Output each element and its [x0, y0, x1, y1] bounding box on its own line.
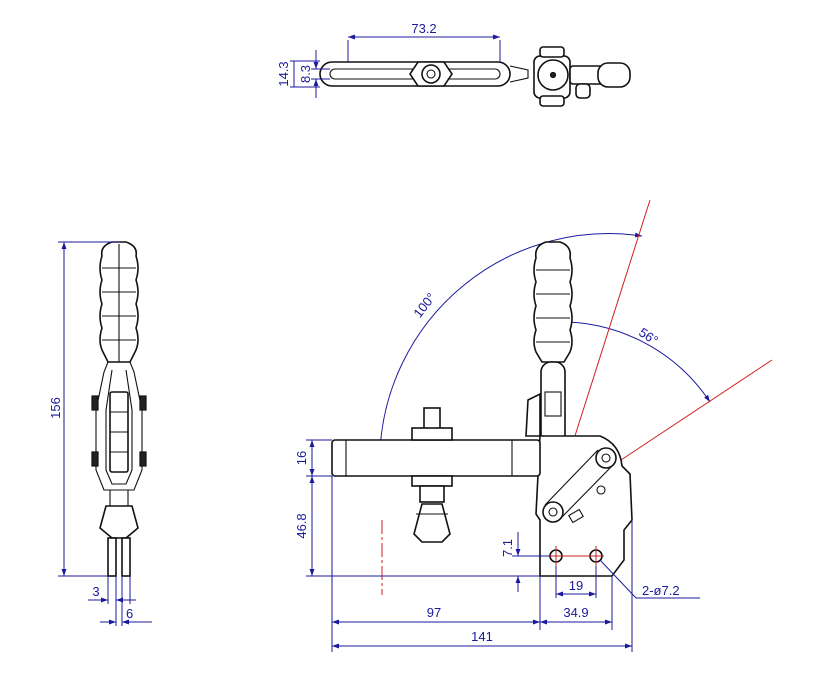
front-spindle-thread	[419, 485, 445, 503]
side-link-frame	[95, 361, 143, 491]
dim-top-width: 73.2	[411, 21, 436, 36]
front-pivot-lower	[542, 501, 564, 523]
front-nut-lower	[411, 475, 453, 487]
dim-hole-offset: 7.1	[500, 539, 515, 557]
top-handle-foot	[575, 83, 591, 99]
side-foot	[99, 505, 139, 539]
dim-bar-height: 16	[294, 451, 309, 465]
arc-100	[377, 232, 643, 451]
hole-spec-label: 2-ø7.2	[642, 583, 680, 598]
top-hex-washer	[421, 64, 441, 84]
top-view: 73.2 14.3 8.3	[276, 21, 631, 107]
dim-top-outer-height: 14.3	[276, 61, 291, 86]
dim-spindle-height: 46.8	[294, 513, 309, 538]
front-view: 100° 56°	[294, 199, 773, 652]
angle-open-label: 100°	[410, 290, 438, 320]
top-handle-grip	[597, 62, 631, 88]
front-handle-grip	[533, 241, 573, 363]
side-base-leg-right	[121, 537, 131, 577]
top-body-ear	[539, 46, 565, 58]
arc-56	[552, 319, 711, 403]
front-nut-upper	[411, 427, 453, 441]
dim-hole-spacing: 19	[569, 578, 583, 593]
dim-reach: 97	[427, 605, 441, 620]
top-hex-bore	[426, 69, 436, 79]
front-pivot-upper	[595, 447, 617, 469]
top-body-pivot-dot	[549, 71, 557, 79]
dim-base-depth: 34.9	[563, 605, 588, 620]
angle-handle-label: 56°	[636, 325, 661, 348]
dim-top-inner-height: 8.3	[298, 65, 313, 83]
front-clamp-bar	[331, 439, 541, 477]
front-pivot-bracket	[525, 392, 541, 437]
dim-overall-length: 141	[471, 629, 493, 644]
front-spindle-foot	[413, 503, 451, 543]
dim-side-pin: 3	[92, 584, 99, 599]
front-link-arm	[544, 449, 613, 519]
dim-side-height: 156	[48, 397, 63, 419]
dim-side-slot: 6	[126, 606, 133, 621]
side-view: 156 3 6	[48, 241, 152, 626]
top-body-foot	[539, 95, 565, 107]
top-neck	[509, 65, 529, 83]
front-clamp-body	[535, 435, 633, 577]
side-base-leg-left	[107, 537, 117, 577]
